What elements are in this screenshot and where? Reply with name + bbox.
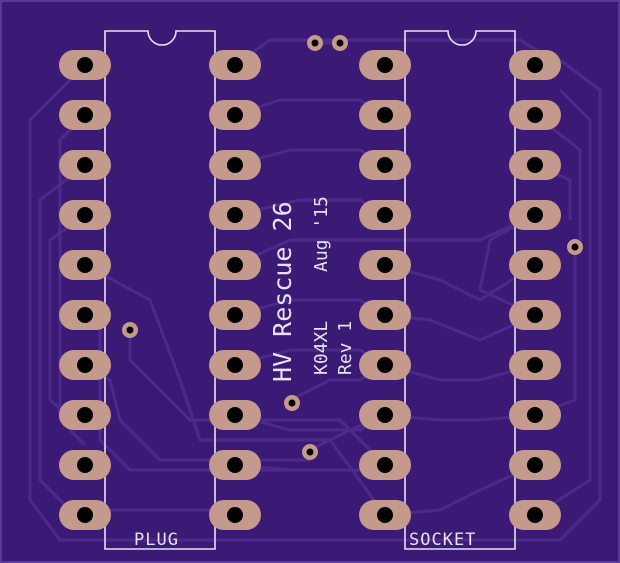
plug-left-pad — [59, 350, 111, 380]
board-title: HV Rescue 26 — [268, 201, 297, 382]
socket-label: SOCKET — [409, 530, 477, 550]
socket-right-pad — [509, 100, 561, 130]
socket-right-pad — [509, 300, 561, 330]
plug-right-pad — [209, 300, 261, 330]
socket-right-pad — [509, 400, 561, 430]
via-hole — [306, 448, 314, 456]
via-hole — [311, 39, 319, 47]
socket-right-pad — [509, 200, 561, 230]
via-hole — [288, 399, 296, 407]
plug-left-pad — [59, 500, 111, 530]
plug-left-pad — [59, 400, 111, 430]
plug-right-pad — [209, 100, 261, 130]
socket-left-pad — [359, 250, 411, 280]
plug-left-pad — [59, 200, 111, 230]
socket-left-pad — [359, 50, 411, 80]
via-hole — [336, 39, 344, 47]
via-hole — [571, 243, 579, 251]
pad-group — [59, 50, 561, 530]
plug-outline — [104, 30, 216, 550]
socket-left-pad — [359, 200, 411, 230]
socket-right-pad — [509, 150, 561, 180]
plug-right-pad — [209, 400, 261, 430]
plug-right-pad — [209, 50, 261, 80]
plug-right-pad — [209, 250, 261, 280]
plug-left-pad — [59, 300, 111, 330]
via-hole — [126, 326, 134, 334]
board-revision: Rev 1 — [335, 320, 356, 375]
plug-right-pad — [209, 150, 261, 180]
socket-left-pad — [359, 150, 411, 180]
plug-left-pad — [59, 100, 111, 130]
socket-left-pad — [359, 500, 411, 530]
socket-outline — [404, 30, 516, 550]
plug-right-pad — [209, 450, 261, 480]
socket-right-pad — [509, 500, 561, 530]
plug-left-pad — [59, 50, 111, 80]
plug-right-pad — [209, 350, 261, 380]
socket-left-pad — [359, 400, 411, 430]
plug-right-pad — [209, 500, 261, 530]
socket-right-pad — [509, 250, 561, 280]
via-group — [122, 35, 583, 460]
board-date: Aug '15 — [311, 196, 332, 272]
plug-right-pad — [209, 200, 261, 230]
socket-right-pad — [509, 450, 561, 480]
socket-left-pad — [359, 100, 411, 130]
plug-label: PLUG — [134, 530, 179, 550]
socket-right-pad — [509, 350, 561, 380]
plug-left-pad — [59, 450, 111, 480]
board-callsign: K04XL — [311, 320, 332, 375]
socket-right-pad — [509, 50, 561, 80]
socket-left-pad — [359, 350, 411, 380]
socket-left-pad — [359, 450, 411, 480]
plug-left-pad — [59, 150, 111, 180]
socket-left-pad — [359, 300, 411, 330]
plug-left-pad — [59, 250, 111, 280]
